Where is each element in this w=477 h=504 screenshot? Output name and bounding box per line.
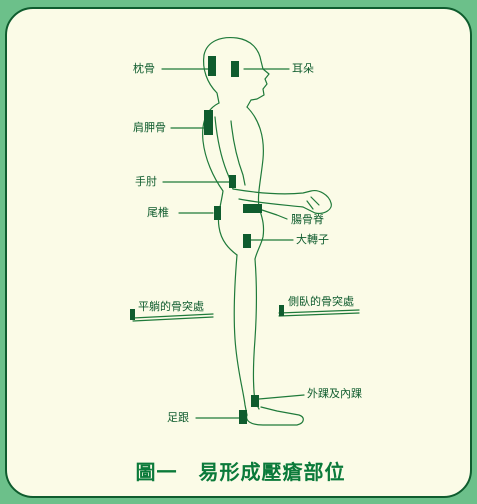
label-greater-trochanter: 大轉子	[296, 233, 329, 246]
diagram-card: 枕骨 耳朵 肩胛骨 手肘 尾椎 腸骨脊 大轉子 平躺的骨突處 側臥的骨突處 外踝…	[5, 7, 472, 498]
marker-occipital	[208, 56, 216, 76]
back-outline	[202, 102, 238, 256]
marker-malleoli	[251, 395, 259, 407]
label-elbow: 手肘	[135, 175, 157, 188]
legend-supine-underline	[132, 313, 214, 319]
marker-ear	[231, 61, 239, 77]
leader-malleoli	[258, 394, 305, 400]
figure-caption: 圖一 易形成壓瘡部位	[135, 460, 346, 484]
label-iliac-crest: 腸骨脊	[291, 213, 324, 226]
marker-greater-trochanter	[243, 234, 251, 248]
hand-outline	[306, 196, 320, 210]
foot-outline	[246, 406, 304, 426]
marker-iliac-crest	[243, 204, 262, 213]
forearm-outline	[232, 188, 332, 214]
upper-arm-inner	[230, 120, 246, 186]
label-coccyx: 尾椎	[147, 206, 169, 219]
marker-heel	[239, 410, 247, 424]
marker-scapula	[204, 110, 213, 135]
label-lateral-prominences: 側臥的骨突處	[288, 295, 354, 308]
head-outline	[203, 36, 270, 108]
label-occipital: 枕骨	[133, 62, 155, 75]
label-heel: 足跟	[167, 411, 189, 424]
neck-back-outline	[202, 54, 220, 104]
label-supine-prominences: 平躺的骨突處	[138, 300, 204, 313]
body-diagram	[130, 36, 360, 426]
label-ear: 耳朵	[292, 62, 314, 75]
back-leg-outline	[233, 254, 248, 416]
legend-supine-underline-2	[132, 316, 214, 322]
legend-supine-marker	[130, 309, 135, 320]
marker-elbow	[229, 175, 236, 188]
legend-lateral-underline-2	[278, 312, 360, 317]
legend-lateral-marker	[279, 305, 284, 316]
legend-lateral-underline	[278, 309, 360, 314]
label-malleoli: 外踝及內踝	[307, 387, 362, 400]
marker-coccyx	[214, 206, 221, 220]
label-scapula: 肩胛骨	[133, 121, 166, 134]
upper-arm-outline	[214, 116, 234, 190]
front-leg-outline	[252, 258, 260, 410]
leader-iliac-crest	[261, 209, 288, 220]
